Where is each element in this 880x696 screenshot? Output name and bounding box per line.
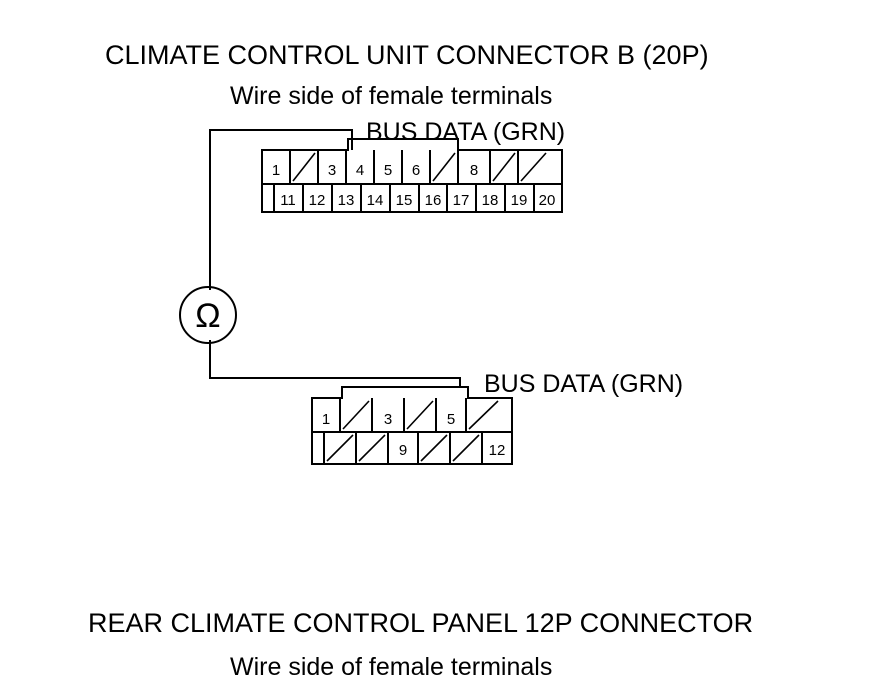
bottom-connector: 1 3 5 9 12 xyxy=(311,386,513,465)
top-pin-3: 3 xyxy=(328,162,336,179)
ohmmeter-icon: Ω xyxy=(179,286,237,344)
bottom-pin-12: 12 xyxy=(489,442,506,459)
top-pin-14: 14 xyxy=(367,192,384,209)
bottom-pin-3: 3 xyxy=(384,411,392,428)
bottom-pin-1: 1 xyxy=(322,411,330,428)
top-pin-16: 16 xyxy=(425,192,442,209)
top-pin-19: 19 xyxy=(511,192,528,209)
bottom-pin-9: 9 xyxy=(399,442,407,459)
top-pin-6: 6 xyxy=(412,162,420,179)
top-pin-15: 15 xyxy=(396,192,413,209)
ohm-symbol: Ω xyxy=(195,297,220,335)
bottom-wire-label: BUS DATA (GRN) xyxy=(484,370,683,398)
top-pin-20: 20 xyxy=(539,192,556,209)
top-pin-11: 11 xyxy=(280,192,296,209)
top-connector-subtitle: Wire side of female terminals xyxy=(230,82,552,110)
top-connector: 1 3 4 5 6 8 11 12 13 14 15 16 17 18 19 2… xyxy=(261,138,563,213)
bottom-connector-title: REAR CLIMATE CONTROL PANEL 12P CONNECTOR xyxy=(88,608,753,638)
top-pin-8: 8 xyxy=(470,162,478,179)
bottom-wire xyxy=(209,340,461,387)
bottom-connector-subtitle: Wire side of female terminals xyxy=(230,653,552,681)
top-wire-label: BUS DATA (GRN) xyxy=(366,118,565,146)
top-pin-13: 13 xyxy=(338,192,355,209)
top-pin-1: 1 xyxy=(272,162,280,179)
top-pin-4: 4 xyxy=(356,162,364,179)
top-pin-12: 12 xyxy=(309,192,326,209)
top-wire xyxy=(209,129,353,290)
top-pin-18: 18 xyxy=(482,192,499,209)
top-pin-5: 5 xyxy=(384,162,392,179)
top-pin-17: 17 xyxy=(453,192,470,209)
top-connector-title: CLIMATE CONTROL UNIT CONNECTOR B (20P) xyxy=(105,40,709,70)
bottom-pin-5: 5 xyxy=(447,411,455,428)
